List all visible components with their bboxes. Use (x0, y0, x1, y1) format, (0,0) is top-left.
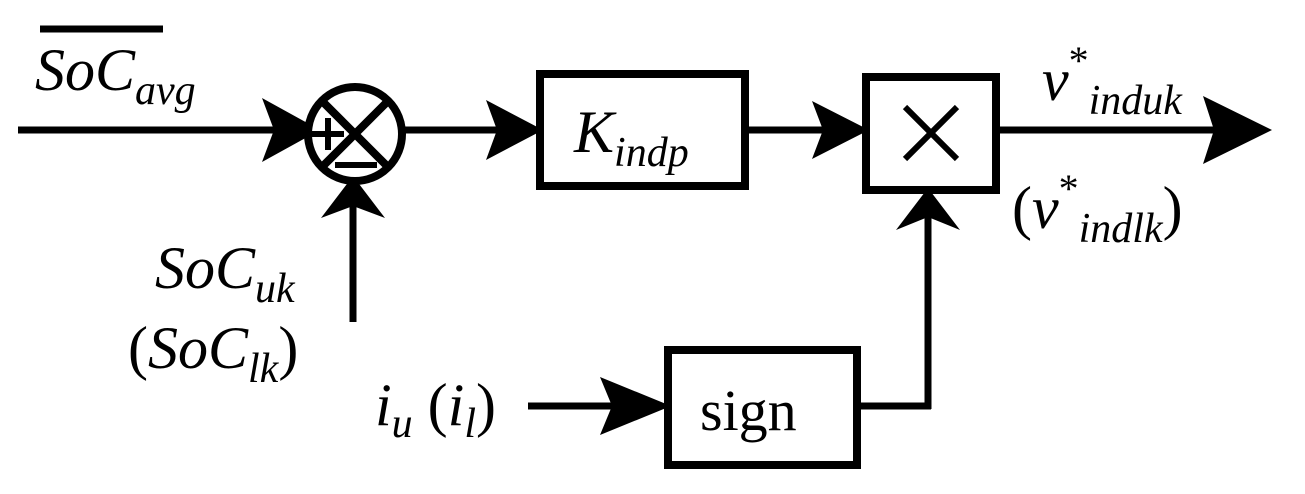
arrowhead-into-gain (486, 100, 543, 160)
svg-text:SoCavg: SoCavg (35, 37, 196, 114)
gain-block[interactable]: Kindp (536, 70, 749, 190)
summing-junction[interactable] (304, 83, 406, 185)
reference-input-base: SoC (35, 37, 136, 103)
arrowhead-into-multiplier (812, 101, 869, 159)
arrowhead-output (1203, 96, 1272, 164)
sign-block[interactable]: sign (664, 346, 861, 469)
sign-block-label: sign (700, 378, 797, 443)
arrowhead-into-sign (600, 377, 671, 435)
output-alt: (v*indlk) (1012, 166, 1183, 252)
multiply-icon (902, 104, 960, 162)
wire-multiplier-to-output (996, 96, 1272, 164)
arrowhead-into-sum (262, 98, 320, 162)
current-input-label: iu (il) (375, 372, 496, 447)
wire-reference-to-sum (18, 98, 320, 162)
feedback-input-label: SoCuk (SoClk) (128, 235, 298, 392)
output-label: v*induk (v*indlk) (1012, 38, 1183, 252)
multiplier-block[interactable] (862, 73, 1000, 194)
wire-sign-to-multiplier (855, 188, 960, 410)
wire-gain-to-multiplier (745, 101, 869, 159)
arrowhead-into-multiplier-bottom (896, 188, 960, 230)
wire-sum-to-gain (402, 100, 543, 160)
feedback-input-primary: SoCuk (155, 235, 296, 312)
plus-sign-icon (312, 118, 344, 150)
current-input-text: iu (il) (375, 372, 496, 447)
wire-current-to-sign (528, 377, 671, 435)
arrowhead-into-sum-bottom (321, 176, 385, 218)
output-primary: v*induk (1042, 38, 1183, 124)
wire-feedback-to-sum (321, 176, 385, 322)
reference-input-subscript: avg (135, 68, 196, 114)
feedback-input-alt: (SoClk) (128, 315, 298, 392)
reference-input-label: SoCavg (35, 25, 196, 114)
gain-block-label: Kindp (573, 99, 689, 176)
